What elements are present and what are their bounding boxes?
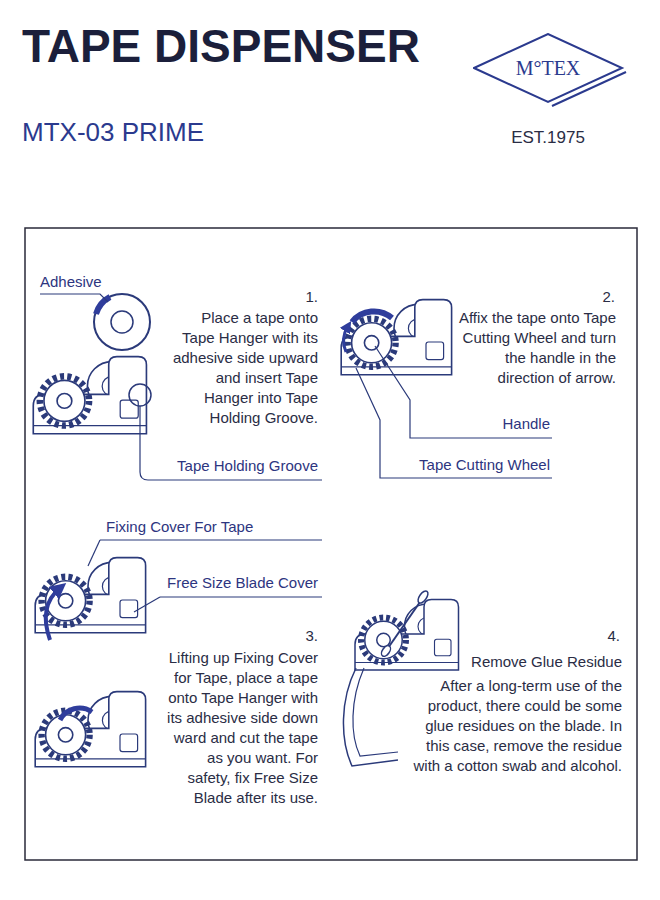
step-number: 2. xyxy=(555,287,615,307)
callout-label: Adhesive xyxy=(40,272,120,292)
step-text: Lifting up Fixing Cover for Tape, place … xyxy=(162,648,318,808)
step-number: 3. xyxy=(258,626,318,646)
callout-label: Tape Cutting Wheel xyxy=(400,455,550,475)
established-year: EST.1975 xyxy=(488,128,608,148)
logo-diamond: M°TEX xyxy=(473,33,623,103)
step-number: 4. xyxy=(560,626,620,646)
model-name: MTX-03 PRIME xyxy=(22,116,322,148)
step-number: 1. xyxy=(258,287,318,307)
step-text: After a long-term use of the product, th… xyxy=(405,676,622,776)
step-text: Place a tape onto Tape Hanger with its a… xyxy=(166,308,318,428)
callout-label: Handle xyxy=(470,414,550,434)
callout-label: Fixing Cover For Tape xyxy=(106,517,320,537)
callout-label: Tape Holding Groove xyxy=(158,456,318,476)
step-text: Affix the tape onto Tape Cutting Wheel a… xyxy=(458,308,616,388)
step-heading: Remove Glue Residue xyxy=(460,652,622,672)
page-title: TAPE DISPENSER xyxy=(22,18,420,74)
logo-text: M°TEX xyxy=(516,56,581,80)
callout-label: Free Size Blade Cover xyxy=(162,573,318,593)
